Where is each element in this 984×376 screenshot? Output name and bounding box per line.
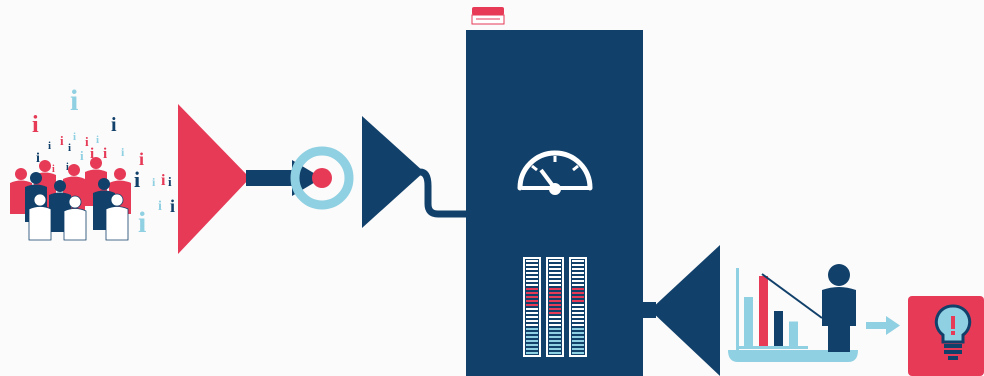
svg-text:i: i [161, 172, 166, 189]
svg-text:i: i [68, 142, 71, 154]
svg-text:i: i [60, 133, 64, 148]
svg-text:i: i [96, 134, 99, 146]
information-crowd-icon: i i i i i i i i i i i i i i i i i i i i … [10, 84, 175, 240]
svg-text:i: i [103, 146, 107, 162]
svg-text:i: i [85, 134, 89, 149]
svg-text:i: i [48, 140, 51, 152]
presentation-bar [789, 322, 798, 347]
svg-text:i: i [121, 145, 125, 159]
svg-text:i: i [111, 114, 117, 136]
svg-text:i: i [158, 199, 162, 214]
presentation-bar [774, 311, 783, 346]
svg-text:i: i [138, 206, 146, 239]
svg-text:i: i [80, 148, 84, 163]
arrow-right-icon [866, 316, 900, 335]
presentation-bar [759, 276, 768, 346]
presenter-chart-icon [728, 264, 858, 362]
red-funnel-icon [178, 104, 250, 254]
svg-text:i: i [73, 131, 76, 143]
svg-text:i: i [139, 149, 144, 169]
arrow-right-icon [246, 160, 322, 196]
svg-text:i: i [168, 174, 172, 189]
svg-text:i: i [32, 112, 39, 138]
pipe-icon [420, 172, 466, 214]
svg-text:i: i [70, 84, 78, 117]
presentation-bar [744, 297, 753, 346]
svg-text:i: i [36, 151, 40, 166]
svg-text:i: i [134, 167, 140, 192]
lightbulb-icon [908, 296, 984, 376]
svg-text:i: i [52, 164, 55, 175]
output-funnel-icon [636, 245, 720, 376]
svg-text:i: i [170, 196, 175, 216]
navy-funnel-icon [362, 116, 424, 228]
svg-text:i: i [152, 175, 156, 189]
